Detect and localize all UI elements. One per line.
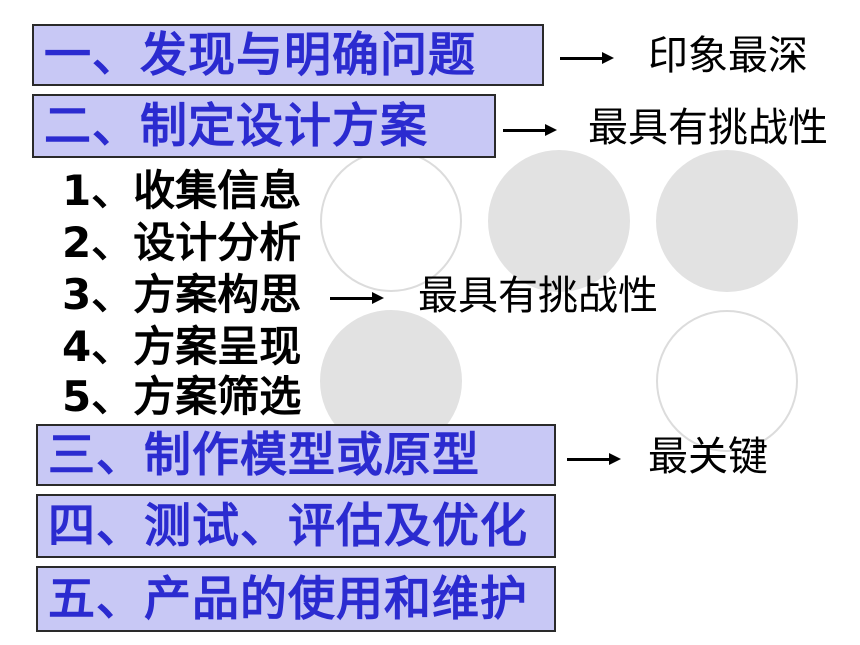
background-circle xyxy=(656,150,798,292)
sub-step-3: 3、方案构思 xyxy=(62,270,302,319)
background-circle xyxy=(656,310,798,452)
step-label: 三、制作模型或原型 xyxy=(48,427,480,483)
step-box-4: 四、测试、评估及优化 xyxy=(36,494,556,558)
step-note: 最关键 xyxy=(648,434,768,480)
sub-step-4: 4、方案呈现 xyxy=(62,322,302,371)
step-label: 五、产品的使用和维护 xyxy=(48,571,528,627)
background-circle xyxy=(488,150,630,292)
step-box-2: 二、制定设计方案 xyxy=(32,94,496,158)
step-box-3: 三、制作模型或原型 xyxy=(36,424,556,486)
sub-step-5: 5、方案筛选 xyxy=(62,372,302,421)
step-label: 四、测试、评估及优化 xyxy=(48,498,528,554)
step-note: 印象最深 xyxy=(648,33,808,79)
arrow-icon xyxy=(503,124,557,136)
arrow-icon xyxy=(567,453,621,465)
step-box-5: 五、产品的使用和维护 xyxy=(36,566,556,632)
step-box-1: 一、发现与明确问题 xyxy=(32,24,544,86)
arrow-icon xyxy=(560,52,614,64)
step-note: 最具有挑战性 xyxy=(588,105,828,151)
sub-step-note: 最具有挑战性 xyxy=(418,273,658,319)
arrow-icon xyxy=(330,292,384,304)
step-label: 一、发现与明确问题 xyxy=(44,27,476,83)
step-label: 二、制定设计方案 xyxy=(44,98,428,154)
background-circle xyxy=(320,150,462,292)
sub-step-1: 1、收集信息 xyxy=(62,166,302,215)
sub-step-2: 2、设计分析 xyxy=(62,218,302,267)
